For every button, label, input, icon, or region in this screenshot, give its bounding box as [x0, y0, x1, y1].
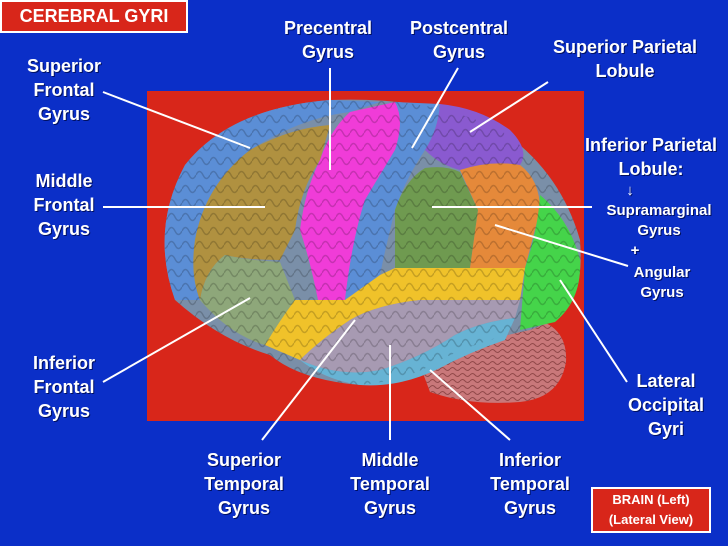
gyral-texture [164, 99, 581, 385]
label-superior-frontal-gyrus: Superior Frontal Gyrus [26, 56, 101, 124]
leader-inferior-frontal [102, 297, 251, 383]
label-angular-gyrus: Angular Gyrus [633, 264, 691, 301]
leader-superior-parietal [469, 81, 549, 133]
leader-lateral-occipital [559, 279, 628, 383]
label-supramarginal-gyrus: Supramarginal Gyrus [606, 202, 712, 239]
view-caption-box: BRAIN (Left) (Lateral View) [591, 487, 711, 533]
label-postcentral-gyrus: Postcentral Gyrus [409, 18, 509, 62]
label-lateral-occipital-gyri: Lateral Occipital Gyri [627, 371, 705, 439]
label-precentral-gyrus: Precentral Gyrus [283, 18, 373, 62]
leader-postcentral [411, 67, 459, 149]
label-inferior-temporal-gyrus: Inferior Temporal Gyrus [490, 450, 570, 518]
leader-inferior-temporal [429, 369, 511, 441]
label-inferior-frontal-gyrus: Inferior Frontal Gyrus [32, 353, 95, 421]
arrow-down-icon: ↓ [626, 182, 634, 199]
leader-angular [494, 224, 629, 267]
leader-superior-frontal [102, 91, 251, 149]
label-superior-parietal-lobule: Superior Parietal Lobule [552, 37, 698, 81]
view-caption-line2: (Lateral View) [608, 512, 694, 527]
label-middle-temporal-gyrus: Middle Temporal Gyrus [350, 450, 430, 518]
label-superior-temporal-gyrus: Superior Temporal Gyrus [204, 450, 284, 518]
label-middle-frontal-gyrus: Middle Frontal Gyrus [33, 171, 95, 239]
diagram-title: CEREBRAL GYRI [0, 0, 188, 33]
leader-superior-temporal [261, 319, 356, 441]
label-inferior-parietal-lobule: Inferior Parietal Lobule: [584, 135, 718, 179]
label-plus: + [630, 242, 640, 259]
leader-lines [102, 67, 629, 441]
view-caption-line1: BRAIN (Left) [612, 492, 690, 507]
